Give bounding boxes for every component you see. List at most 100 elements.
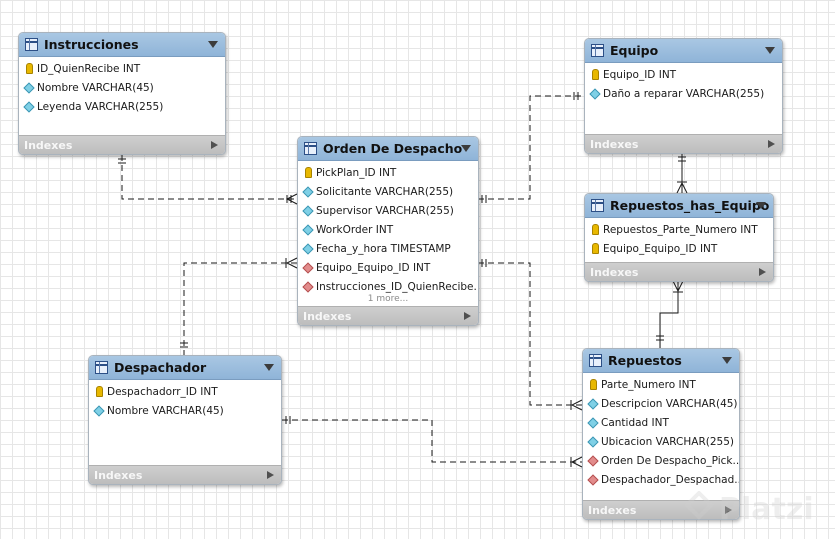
column-label: Descripcion VARCHAR(45) bbox=[601, 397, 738, 410]
table-icon bbox=[304, 142, 317, 155]
rel-orden-equipo bbox=[478, 95, 584, 200]
column-row[interactable]: Cantidad INT bbox=[583, 413, 739, 432]
column-icon bbox=[587, 435, 599, 448]
table-title: Repuestos bbox=[608, 353, 682, 368]
expand-arrow-icon[interactable] bbox=[725, 506, 732, 514]
table-header[interactable]: Despachador bbox=[89, 356, 281, 380]
primary-key-icon bbox=[93, 386, 105, 397]
column-label: Solicitante VARCHAR(255) bbox=[316, 185, 454, 198]
indexes-bar[interactable]: Indexes bbox=[19, 135, 225, 154]
column-label: Despachadorr_ID INT bbox=[107, 385, 218, 398]
collapse-arrow-icon[interactable] bbox=[461, 145, 471, 152]
column-label: Instrucciones_ID_QuienRecibe... bbox=[316, 280, 479, 293]
collapse-arrow-icon[interactable] bbox=[264, 364, 274, 371]
table-icon bbox=[591, 199, 604, 212]
foreign-key-icon bbox=[587, 473, 599, 486]
column-row[interactable]: Solicitante VARCHAR(255) bbox=[298, 182, 478, 201]
column-row[interactable]: Descripcion VARCHAR(45) bbox=[583, 394, 739, 413]
table-icon bbox=[95, 361, 108, 374]
column-row[interactable]: Despachador_Despachad... bbox=[583, 470, 739, 489]
expand-arrow-icon[interactable] bbox=[768, 140, 775, 148]
column-row[interactable]: Leyenda VARCHAR(255) bbox=[19, 97, 225, 116]
platzi-watermark: Platzi bbox=[685, 491, 814, 527]
collapse-arrow-icon[interactable] bbox=[208, 41, 218, 48]
column-icon bbox=[587, 416, 599, 429]
table-header[interactable]: Instrucciones bbox=[19, 33, 225, 57]
column-label: ID_QuienRecibe INT bbox=[37, 62, 141, 75]
column-row[interactable]: Equipo_ID INT bbox=[585, 65, 782, 84]
table-header[interactable]: Repuestos_has_Equipo bbox=[585, 194, 773, 218]
primary-key-icon bbox=[302, 167, 314, 178]
table-header[interactable]: Equipo bbox=[585, 39, 782, 63]
expand-arrow-icon[interactable] bbox=[267, 471, 274, 479]
indexes-label: Indexes bbox=[590, 137, 639, 151]
column-label: Ubicacion VARCHAR(255) bbox=[601, 435, 734, 448]
expand-arrow-icon[interactable] bbox=[211, 141, 218, 149]
table-title: Repuestos_has_Equipo bbox=[610, 198, 770, 213]
table-equipo[interactable]: Equipo Equipo_ID INT Daño a reparar VARC… bbox=[584, 38, 783, 154]
column-row[interactable]: Ubicacion VARCHAR(255) bbox=[583, 432, 739, 451]
column-label: Fecha_y_hora TIMESTAMP bbox=[316, 242, 451, 255]
indexes-label: Indexes bbox=[24, 138, 73, 152]
indexes-label: Indexes bbox=[94, 468, 143, 482]
collapse-arrow-icon[interactable] bbox=[722, 357, 732, 364]
column-row[interactable]: Repuestos_Parte_Numero INT bbox=[585, 220, 773, 239]
column-label: WorkOrder INT bbox=[316, 223, 394, 236]
column-row[interactable]: Supervisor VARCHAR(255) bbox=[298, 201, 478, 220]
expand-arrow-icon[interactable] bbox=[464, 312, 471, 320]
indexes-label: Indexes bbox=[590, 265, 639, 279]
rel-orden-repuestos bbox=[478, 262, 582, 406]
column-row[interactable]: Daño a reparar VARCHAR(255) bbox=[585, 84, 782, 103]
indexes-label: Indexes bbox=[588, 503, 637, 517]
table-instrucciones[interactable]: Instrucciones ID_QuienRecibe INT Nombre … bbox=[18, 32, 226, 155]
primary-key-icon bbox=[589, 224, 601, 235]
table-repuestos-has-equipo[interactable]: Repuestos_has_Equipo Repuestos_Parte_Num… bbox=[584, 193, 774, 282]
column-row[interactable]: Equipo_Equipo_ID INT bbox=[298, 258, 478, 277]
column-row[interactable]: Instrucciones_ID_QuienRecibe... bbox=[298, 277, 478, 296]
table-icon bbox=[591, 44, 604, 57]
column-icon bbox=[587, 397, 599, 410]
foreign-key-icon bbox=[302, 280, 314, 293]
indexes-bar[interactable]: Indexes bbox=[583, 500, 739, 519]
column-row[interactable]: Fecha_y_hora TIMESTAMP bbox=[298, 239, 478, 258]
indexes-bar[interactable]: Indexes bbox=[585, 134, 782, 153]
table-title: Instrucciones bbox=[44, 37, 139, 52]
rel-rhe-repuestos bbox=[659, 281, 679, 348]
table-header[interactable]: Orden De Despacho bbox=[298, 137, 478, 161]
column-label: Cantidad INT bbox=[601, 416, 669, 429]
collapse-arrow-icon[interactable] bbox=[765, 47, 775, 54]
more-columns-link[interactable]: 1 more... bbox=[367, 294, 409, 304]
primary-key-icon bbox=[23, 63, 35, 74]
column-icon bbox=[23, 81, 35, 94]
table-orden-de-despacho[interactable]: Orden De Despacho PickPlan_ID INT Solici… bbox=[297, 136, 479, 326]
column-label: Orden De Despacho_Pick... bbox=[601, 454, 740, 467]
indexes-label: Indexes bbox=[303, 309, 352, 323]
column-label: PickPlan_ID INT bbox=[316, 166, 397, 179]
primary-key-icon bbox=[589, 243, 601, 254]
expand-arrow-icon[interactable] bbox=[759, 268, 766, 276]
indexes-bar[interactable]: Indexes bbox=[89, 465, 281, 484]
indexes-bar[interactable]: Indexes bbox=[585, 262, 773, 281]
column-row[interactable]: Orden De Despacho_Pick... bbox=[583, 451, 739, 470]
column-row[interactable]: WorkOrder INT bbox=[298, 220, 478, 239]
column-label: Equipo_Equipo_ID INT bbox=[603, 242, 718, 255]
table-icon bbox=[25, 38, 38, 51]
table-repuestos[interactable]: Repuestos Parte_Numero INT Descripcion V… bbox=[582, 348, 740, 520]
indexes-bar[interactable]: Indexes bbox=[298, 306, 478, 325]
column-row[interactable]: Equipo_Equipo_ID INT bbox=[585, 239, 773, 258]
column-row[interactable]: ID_QuienRecibe INT bbox=[19, 59, 225, 78]
column-label: Daño a reparar VARCHAR(255) bbox=[603, 87, 765, 100]
column-row[interactable]: Nombre VARCHAR(45) bbox=[89, 401, 281, 420]
column-row[interactable]: Parte_Numero INT bbox=[583, 375, 739, 394]
primary-key-icon bbox=[587, 379, 599, 390]
table-despachador[interactable]: Despachador Despachadorr_ID INT Nombre V… bbox=[88, 355, 282, 485]
column-row[interactable]: Nombre VARCHAR(45) bbox=[19, 78, 225, 97]
collapse-arrow-icon[interactable] bbox=[756, 202, 766, 209]
foreign-key-icon bbox=[302, 261, 314, 274]
table-header[interactable]: Repuestos bbox=[583, 349, 739, 373]
column-row[interactable]: Despachadorr_ID INT bbox=[89, 382, 281, 401]
table-icon bbox=[589, 354, 602, 367]
column-row[interactable]: PickPlan_ID INT bbox=[298, 163, 478, 182]
rel-orden-despachador bbox=[183, 262, 297, 355]
